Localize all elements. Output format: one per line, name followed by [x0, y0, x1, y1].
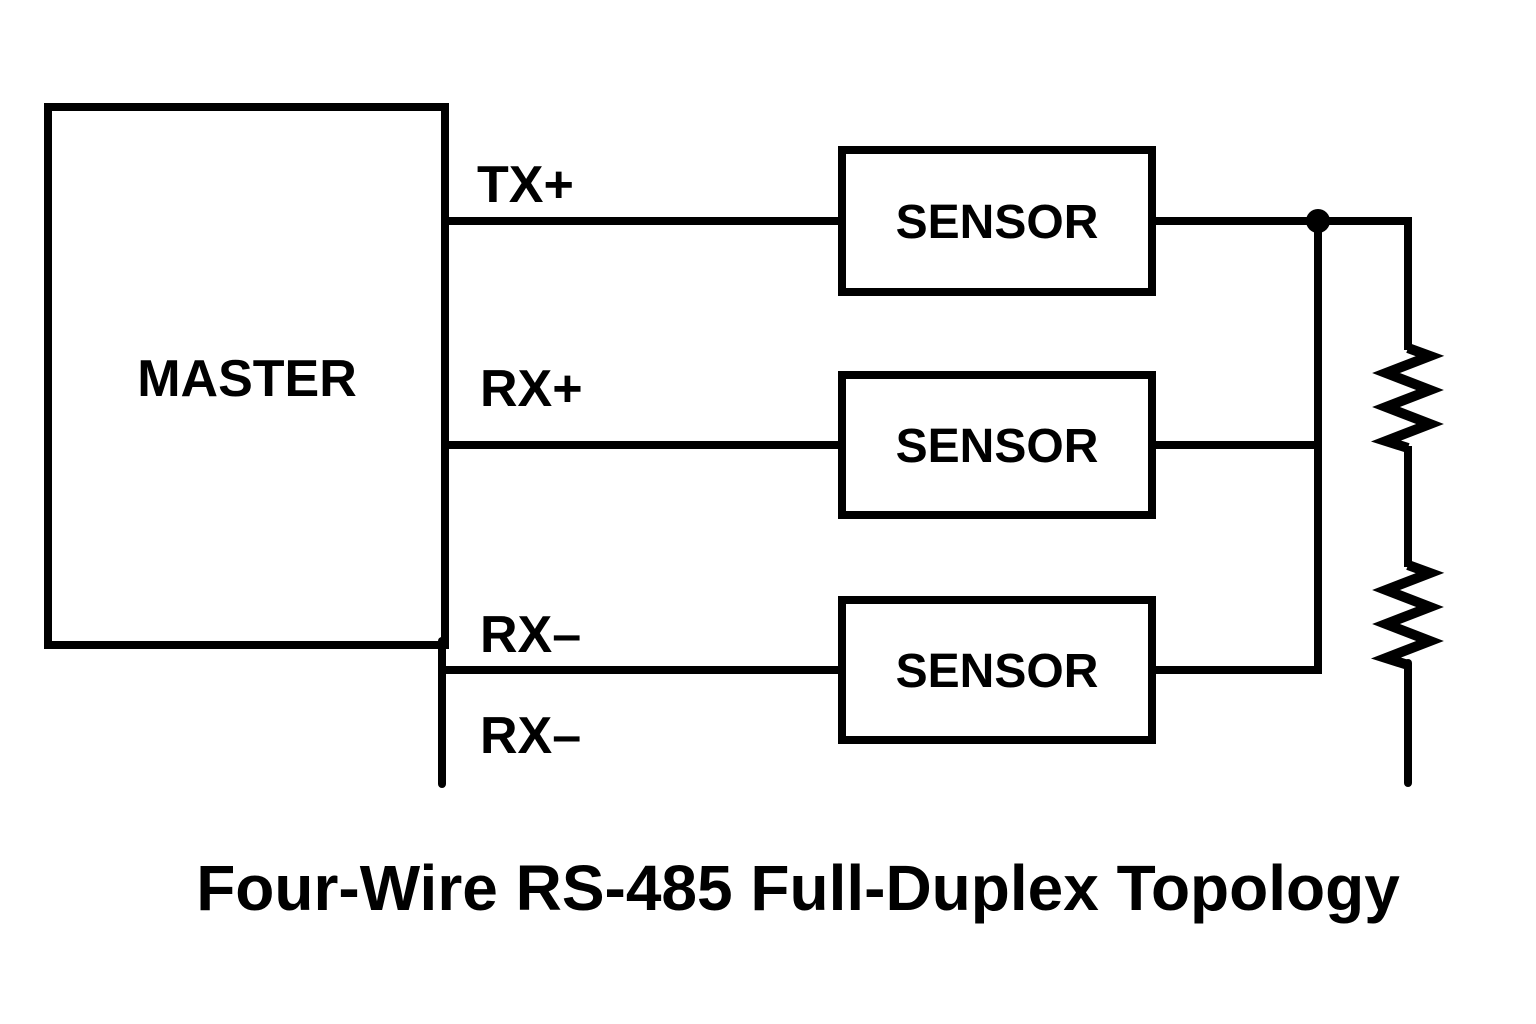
sensor-label-3: SENSOR	[896, 645, 1099, 698]
termination-resistor-2	[1370, 560, 1445, 670]
diagram-title: Four-Wire RS-485 Full-Duplex Topology	[196, 852, 1400, 924]
master-box	[44, 103, 449, 649]
wire-label-tx-plus: TX+	[477, 156, 574, 214]
termination-top-segment	[1318, 217, 1412, 350]
sensor-box-1	[838, 146, 1156, 296]
wire-label-rx-minus-2: RX–	[480, 707, 581, 765]
sensor-label-1: SENSOR	[896, 196, 1099, 249]
sensor-box-3	[838, 596, 1156, 744]
wire-label-rx-minus-1: RX–	[480, 606, 581, 664]
wire-label-rx-plus: RX+	[480, 360, 583, 418]
master-label: MASTER	[137, 350, 357, 408]
junction-dot	[1306, 209, 1330, 233]
termination-resistor-1	[1370, 343, 1445, 453]
sensor-box-2	[838, 371, 1156, 519]
sensor-label-2: SENSOR	[896, 420, 1099, 473]
